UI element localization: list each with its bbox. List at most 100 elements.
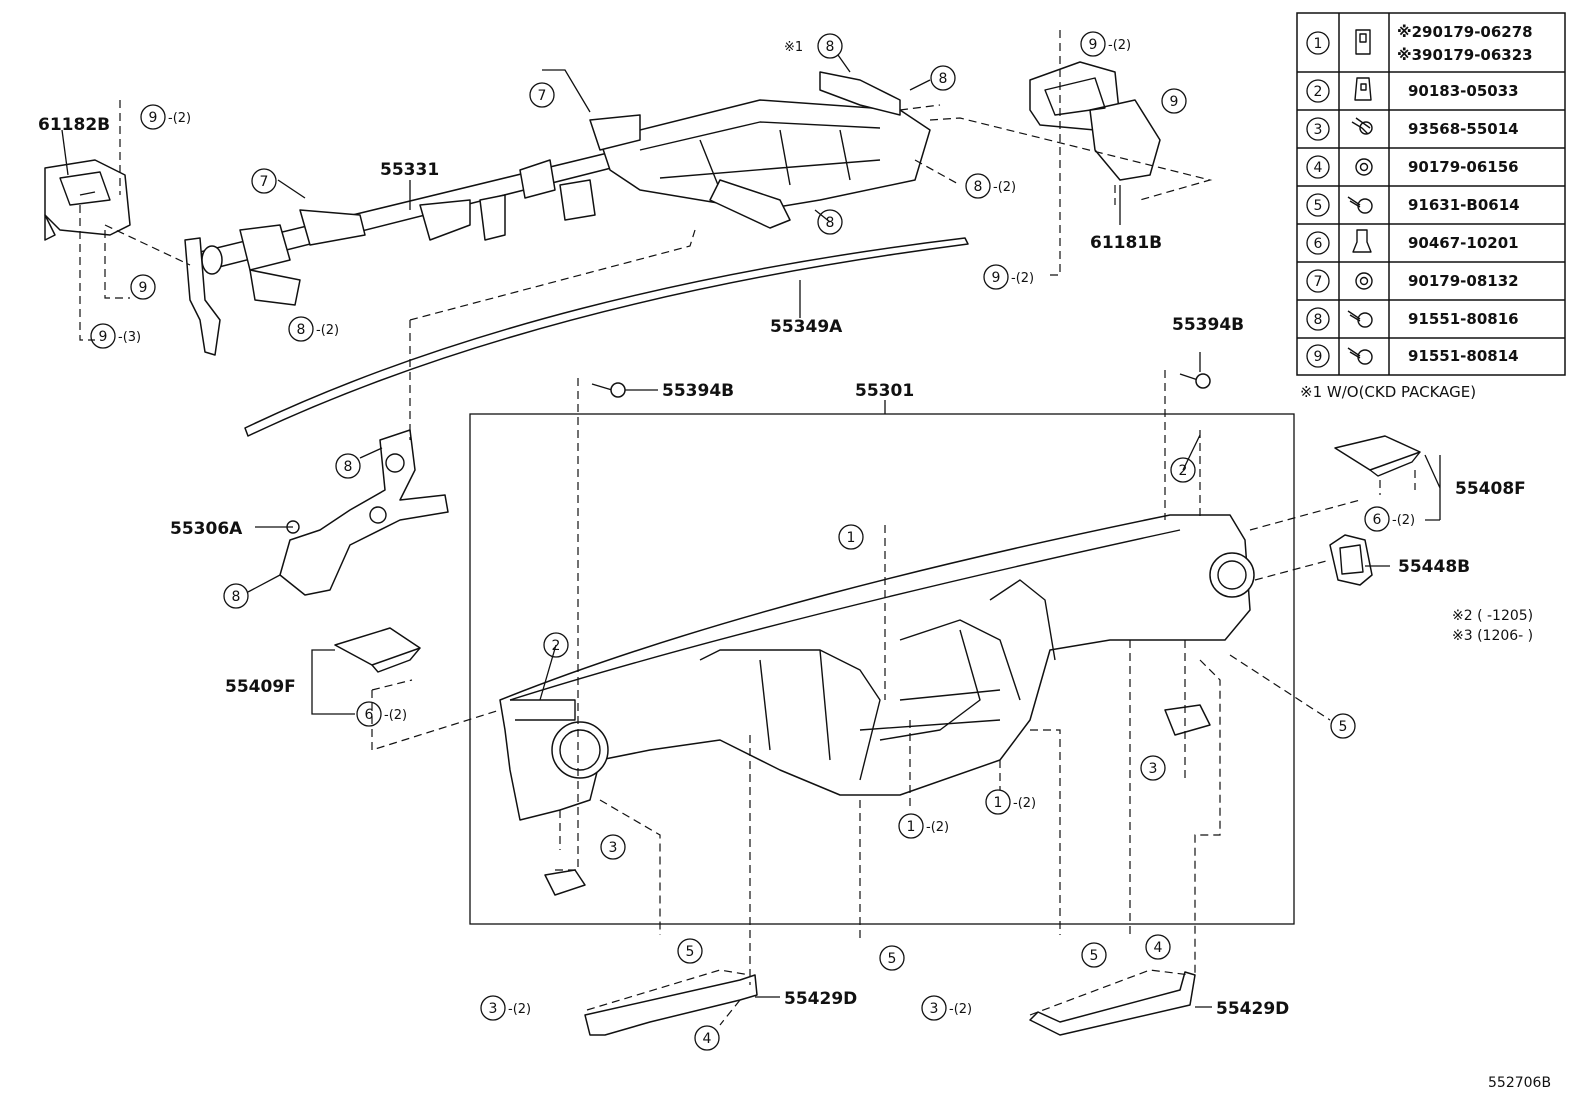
table-row-num: 4 [1314,160,1323,176]
svg-text:-(2): -(2) [508,1002,531,1017]
table-row: 8 91551-80816 [1306,307,1519,331]
parts-table: 1 ※290179-06278 ※390179-06323 2 90183-05… [1296,12,1566,376]
table-row-part: 90179-06156 [1408,158,1519,176]
callout-55301: 55301 [855,381,914,401]
table-row-part: 93568-55014 [1408,120,1519,138]
reinforcement-beam-drawing [184,71,931,356]
ref-7a: 7 [251,168,277,194]
svg-text:5: 5 [888,951,897,967]
svg-text:9: 9 [149,110,158,126]
note-2: ※2 ( -1205) [1452,608,1533,624]
svg-text:6: 6 [1373,512,1382,528]
table-row-part: 90467-10201 [1408,234,1519,252]
svg-text:7: 7 [538,88,547,104]
svg-text:9: 9 [139,280,148,296]
table-row: 1 ※290179-06278 ※390179-06323 [1306,23,1533,64]
svg-text:9: 9 [992,270,1001,286]
svg-text:※1: ※1 [784,40,803,55]
table-row: 2 90183-05033 [1306,77,1519,103]
ref-9d: 9-(2) [1080,31,1131,57]
clip-icon [1354,77,1372,101]
svg-text:1: 1 [994,795,1003,811]
clip-icon [1352,229,1372,253]
table-row: 6 90467-10201 [1306,229,1519,255]
table-row-num: 2 [1314,84,1323,100]
left-end-cover-drawing [334,627,421,673]
svg-text:-(2): -(2) [316,323,339,338]
ref-3a: 3 [1140,755,1166,781]
table-row: 5 91631-B0614 [1306,193,1520,217]
clip-icon [1355,29,1371,55]
ref-5a: 5 [1330,713,1356,739]
ref-9b: 9 [130,274,156,300]
callout-55408F: 55408F [1455,479,1526,499]
svg-text:-(2): -(2) [1392,513,1415,528]
ref-9e: 9 [1161,88,1187,114]
table-row: 9 91551-80814 [1306,344,1519,368]
note-3: ※3 (1206- ) [1452,628,1533,644]
ref-3c: 3 -(2) [480,995,531,1021]
ref-3d: 3-(2) [921,995,972,1021]
dashed-leaders [79,30,1416,1026]
ref-2a: 2 [1170,457,1196,483]
svg-text:1: 1 [847,530,856,546]
callout-55448B: 55448B [1398,557,1470,577]
panel-assembly-frame [469,413,1295,925]
fastener-icon [1179,373,1211,389]
ref-8e: 8 [817,209,843,235]
ref-4a: 4 [1145,934,1171,960]
svg-text:8: 8 [232,589,241,605]
ref-9a: 9-(2) [140,104,191,130]
ref-9c: 9 -(3) [90,323,141,349]
ref-8b: ※1 8 [784,33,843,59]
ref-6a: 6 -(2) [1364,506,1415,532]
ref-1b: 1-(2) [985,789,1036,815]
table-row-part: 90183-05033 [1408,82,1519,100]
callout-55394B-left: 55394B [662,381,734,401]
ref-5d: 5 [1081,942,1107,968]
ref-8c: 8 [930,65,956,91]
table-row-part: 91631-B0614 [1408,196,1520,214]
callout-55409F: 55409F [225,677,296,697]
svg-text:-(2): -(2) [926,820,949,835]
ref-8f: 8 [335,453,361,479]
callout-55306A: 55306A [170,519,243,539]
svg-text:5: 5 [1339,719,1348,735]
ref-8a: 8-(2) [288,316,339,342]
ref-5b: 5 [677,938,703,964]
svg-text:1: 1 [907,819,916,835]
table-row-num: 7 [1314,274,1323,290]
svg-text:7: 7 [260,174,269,190]
ref-4b: 4 [694,1025,720,1051]
callout-55331: 55331 [380,160,439,180]
svg-text:4: 4 [703,1031,712,1047]
svg-text:3: 3 [489,1001,498,1017]
svg-text:9: 9 [1089,37,1098,53]
svg-text:-(2): -(2) [1011,271,1034,286]
table-row-num: 1 [1314,36,1323,52]
table-row-num: 9 [1314,349,1323,365]
lower-bracket-left-drawing [584,974,758,1036]
svg-text:3: 3 [930,1001,939,1017]
svg-text:9: 9 [99,329,108,345]
ref-5c: 5 [879,945,905,971]
callout-55429D-left: 55429D [784,989,857,1009]
svg-text:8: 8 [826,215,835,231]
nut-icon [1355,158,1373,176]
instrument-panel-drawing [499,514,1255,896]
table-row-part: 91551-80814 [1408,347,1519,365]
svg-text:8: 8 [826,39,835,55]
diagram-code: 552706B [1488,1075,1551,1091]
leader-lines [61,54,1441,1008]
weatherstrip-drawing [244,237,969,437]
table-row-num: 5 [1314,198,1323,214]
svg-text:8: 8 [939,71,948,87]
svg-text:3: 3 [1149,761,1158,777]
svg-text:2: 2 [552,638,561,654]
ref-2b: 2 [543,632,569,658]
table-row-part: 91551-80816 [1408,310,1519,328]
svg-text:-(3): -(3) [118,330,141,345]
table-row-num: 6 [1314,236,1323,252]
svg-text:8: 8 [974,179,983,195]
